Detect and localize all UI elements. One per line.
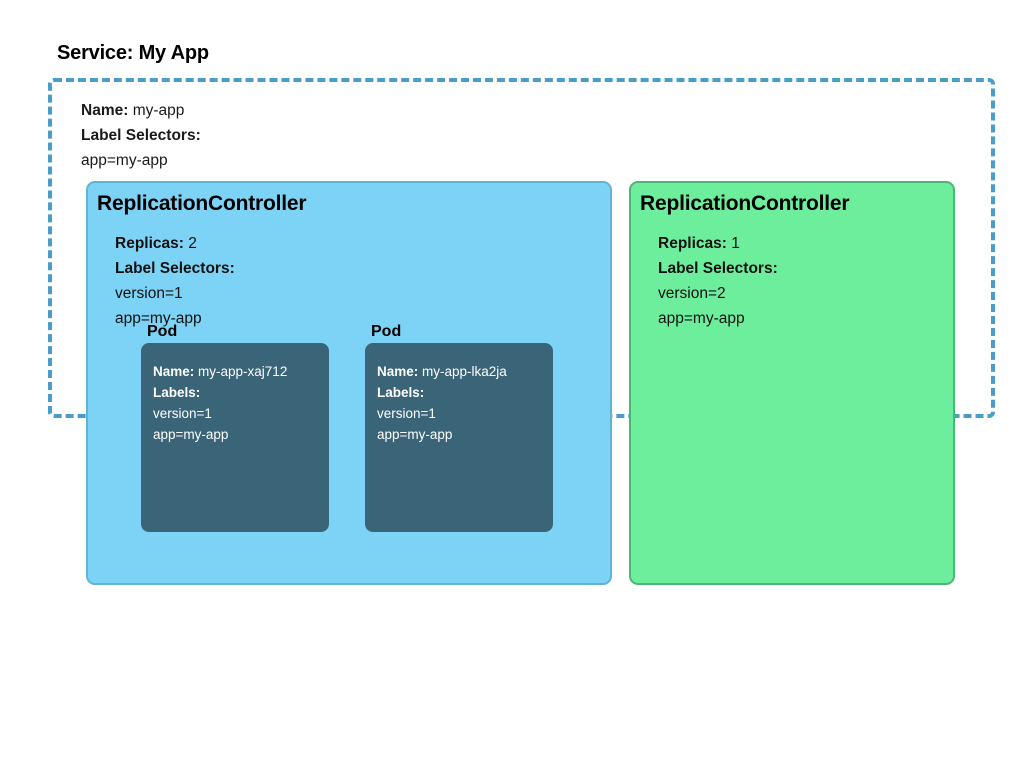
- replicas-value: 2: [188, 235, 197, 252]
- replication-controller-title: ReplicationController: [640, 192, 850, 215]
- pod-name-row: Name: my-app-lka2ja: [377, 361, 507, 382]
- replicas-key: Replicas:: [658, 235, 727, 252]
- pod-name-value: my-app-xaj712: [198, 364, 288, 379]
- pod-name-key: Name:: [377, 364, 419, 379]
- pod-metadata: Name: my-app-lka2ja Labels: version=1 ap…: [377, 361, 507, 445]
- service-name-value: my-app: [132, 102, 185, 119]
- replication-controller-metadata: Replicas: 2 Label Selectors: version=1 a…: [115, 231, 235, 331]
- pod-labels-key: Labels:: [153, 385, 201, 400]
- replication-controller-v2: ReplicationController Replicas: 1 Label …: [629, 181, 955, 585]
- pod-name-row: Name: my-app-xaj712: [153, 361, 287, 382]
- pod-name-value: my-app-lka2ja: [422, 364, 507, 379]
- replicas-key: Replicas:: [115, 235, 184, 252]
- label-selector-0: version=2: [658, 285, 726, 302]
- pod-label: Pod: [371, 323, 402, 340]
- pod-label-1: app=my-app: [153, 427, 229, 442]
- service-selectors-key: Label Selectors:: [81, 127, 201, 144]
- label-selector-1: app=my-app: [115, 310, 202, 327]
- service-title: Service: My App: [57, 42, 209, 64]
- pod-body: Name: my-app-xaj712 Labels: version=1 ap…: [141, 343, 329, 532]
- replicas-row: Replicas: 2: [115, 231, 235, 256]
- service-name-key: Name:: [81, 102, 129, 119]
- replication-controller-title: ReplicationController: [97, 192, 307, 215]
- replication-controller-v1: ReplicationController Replicas: 2 Label …: [86, 181, 612, 585]
- label-selector-1: app=my-app: [658, 310, 745, 327]
- service-metadata: Name: my-app Label Selectors: app=my-app: [81, 98, 201, 173]
- label-selectors-key: Label Selectors:: [115, 260, 235, 277]
- pod-label-0: version=1: [153, 406, 212, 421]
- pod-name-key: Name:: [153, 364, 195, 379]
- replicas-value: 1: [731, 235, 740, 252]
- pod-label-1: app=my-app: [377, 427, 453, 442]
- replication-controller-metadata: Replicas: 1 Label Selectors: version=2 a…: [658, 231, 778, 331]
- pod-labels-key: Labels:: [377, 385, 425, 400]
- pod-metadata: Name: my-app-xaj712 Labels: version=1 ap…: [153, 361, 287, 445]
- service-selector-0: app=my-app: [81, 152, 168, 169]
- pod-label-0: version=1: [377, 406, 436, 421]
- pod-body: Name: my-app-lka2ja Labels: version=1 ap…: [365, 343, 553, 532]
- pod-xaj712: Pod Name: my-app-xaj712 Labels: version=…: [141, 323, 329, 532]
- pod-lka2ja: Pod Name: my-app-lka2ja Labels: version=…: [365, 323, 553, 532]
- pod-label: Pod: [147, 323, 178, 340]
- label-selectors-key: Label Selectors:: [658, 260, 778, 277]
- replicas-row: Replicas: 1: [658, 231, 778, 256]
- service-name-row: Name: my-app: [81, 98, 201, 123]
- label-selector-0: version=1: [115, 285, 183, 302]
